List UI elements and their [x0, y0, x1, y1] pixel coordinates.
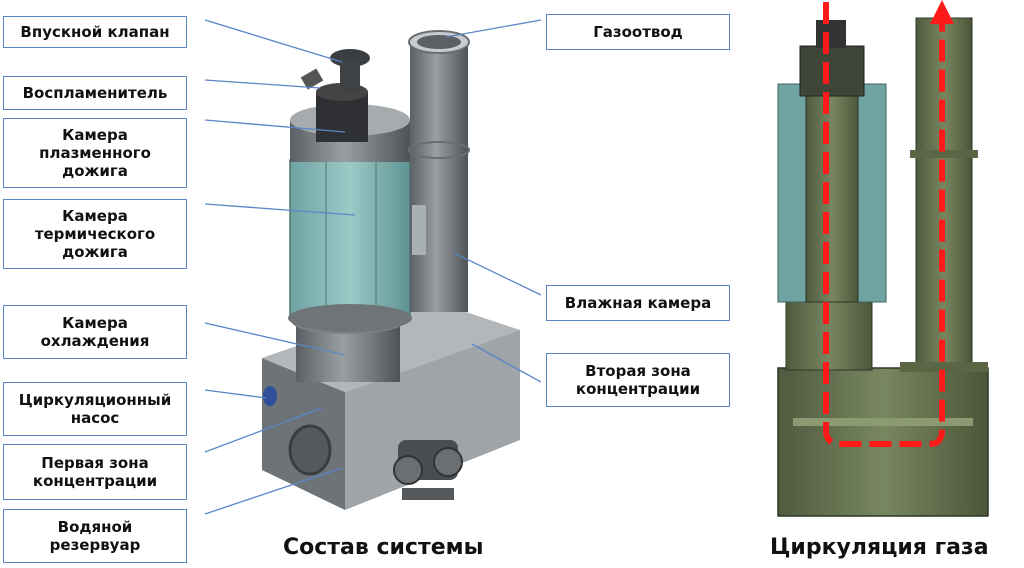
- label-igniter: Воспламенитель: [3, 76, 187, 110]
- label-circulation-pump: Циркуляционный насос: [3, 382, 187, 436]
- machine-left: [262, 30, 520, 510]
- gas-flow-arrows: [823, 0, 954, 447]
- label-plasma-chamber: Камера плазменного дожига: [3, 118, 187, 188]
- thermal-chamber-panels: [289, 159, 411, 319]
- porthole: [288, 424, 332, 476]
- caption-system-composition: Состав системы: [283, 535, 484, 560]
- diaphragm-pump: [393, 440, 463, 500]
- label-cooling-chamber: Камера охлаждения: [3, 305, 187, 359]
- leader-lines: [204, 19, 542, 515]
- outlet-column: [410, 42, 468, 312]
- pump-motor: [263, 386, 277, 406]
- cutaway-right: [777, 17, 989, 517]
- label-wet-chamber: Влажная камера: [546, 285, 730, 321]
- label-second-zone: Вторая зона концентрации: [546, 353, 730, 407]
- inspection-window: [412, 205, 426, 255]
- label-first-zone: Первая зона концентрации: [3, 444, 187, 500]
- tank-front-right: [345, 330, 520, 510]
- label-thermal-chamber: Камера термического дожига: [3, 199, 187, 269]
- caption-gas-circulation: Циркуляция газа: [770, 535, 989, 560]
- label-water-tank: Водяной резервуар: [3, 509, 187, 563]
- label-intake-valve: Впускной клапан: [3, 16, 187, 48]
- label-gas-outlet: Газоотвод: [546, 14, 730, 50]
